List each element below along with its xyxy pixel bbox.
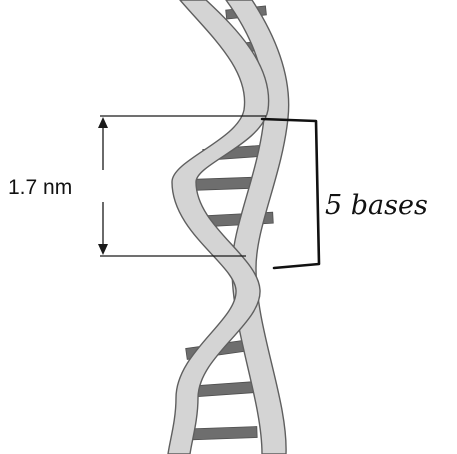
dimension-arrow-up-icon [98,117,108,128]
five-bases-label: 5 bases [325,190,428,221]
dimension-arrow-down-icon [98,244,108,255]
dimension-label: 1.7 nm [8,176,72,199]
